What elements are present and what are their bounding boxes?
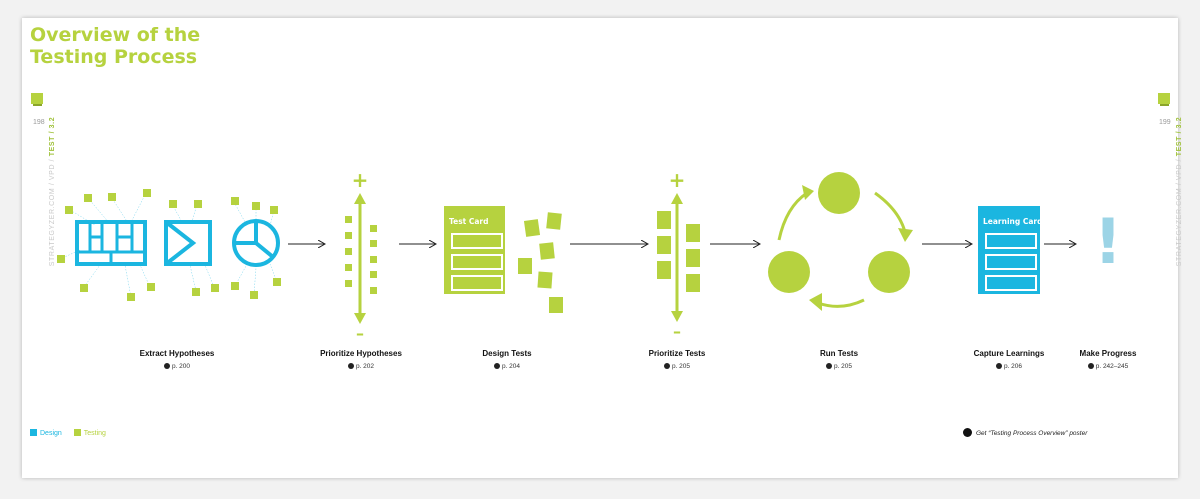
plus-sign: + xyxy=(669,168,686,192)
reference-icon xyxy=(347,363,354,369)
exclamation-icon: ! xyxy=(1094,205,1122,278)
step-run-tests: Run Tests p. 205 xyxy=(774,349,904,370)
page-title: Overview of the Testing Process xyxy=(30,24,200,68)
page-reference: p. 205 xyxy=(612,363,742,370)
page-reference: p. 200 xyxy=(112,363,242,370)
step-design-tests: Design Tests p. 204 xyxy=(442,349,572,370)
download-icon xyxy=(963,428,972,437)
reference-icon xyxy=(995,363,1002,369)
step-capture-learnings: Capture Learnings p. 206 xyxy=(944,349,1074,370)
step-name: Extract Hypotheses xyxy=(139,349,215,358)
legend-item-design: Design xyxy=(30,429,62,437)
minus-sign: – xyxy=(673,322,681,341)
poster-link[interactable]: Get “Testing Process Overview” poster xyxy=(963,428,1087,437)
test-card xyxy=(444,206,505,294)
step-name: Run Tests xyxy=(819,349,859,358)
step-prioritize-tests: Prioritize Tests p. 205 xyxy=(612,349,742,370)
step-name: Design Tests xyxy=(482,349,532,358)
page-reference: p. 242–245 xyxy=(1043,363,1173,370)
capture-learnings-illustration: Learning Card xyxy=(978,206,1043,294)
page-number-left: 198 xyxy=(33,119,45,126)
legend: Design Testing xyxy=(30,429,116,437)
book-icon xyxy=(31,93,43,106)
legend-item-testing: Testing xyxy=(73,429,106,437)
plus-sign: + xyxy=(352,168,369,192)
step-name: Make Progress xyxy=(1079,349,1137,358)
learning-card-label: Learning Card xyxy=(983,217,1043,226)
step-extract-hypotheses: Extract Hypotheses p. 200 xyxy=(112,349,242,370)
step-name: Prioritize Hypotheses xyxy=(320,349,402,358)
reference-icon xyxy=(493,363,500,369)
page-reference: p. 206 xyxy=(944,363,1074,370)
page-reference: p. 205 xyxy=(774,363,904,370)
minus-sign: – xyxy=(356,324,364,343)
legend-swatch-testing xyxy=(73,429,81,436)
prioritize-tests-illustration: + – xyxy=(657,168,700,341)
test-card-label: Test Card xyxy=(449,217,489,226)
page-title-line-1: Overview of the xyxy=(30,24,201,46)
extract-hypotheses-illustration xyxy=(57,189,281,301)
legend-swatch-design xyxy=(30,429,37,436)
design-tests-illustration: Test Card xyxy=(444,206,563,313)
learning-card xyxy=(978,206,1040,294)
page-title-line-2: Testing Process xyxy=(30,46,198,68)
page-reference: p. 202 xyxy=(296,363,426,370)
step-name: Capture Learnings xyxy=(973,349,1045,358)
page-number-right: 199 xyxy=(1159,119,1171,126)
reference-icon xyxy=(163,363,170,369)
run-tests-illustration xyxy=(768,172,913,311)
step-make-progress: Make Progress p. 242–245 xyxy=(1043,349,1173,370)
reference-icon xyxy=(825,363,832,369)
reference-icon xyxy=(1087,363,1094,369)
book-icon xyxy=(1158,93,1170,106)
step-prioritize-hypotheses: Prioritize Hypotheses p. 202 xyxy=(296,349,426,370)
page-reference: p. 204 xyxy=(442,363,572,370)
step-name: Prioritize Tests xyxy=(648,349,706,358)
prioritize-hypotheses-illustration: + – xyxy=(345,168,377,343)
reference-icon xyxy=(663,363,670,369)
